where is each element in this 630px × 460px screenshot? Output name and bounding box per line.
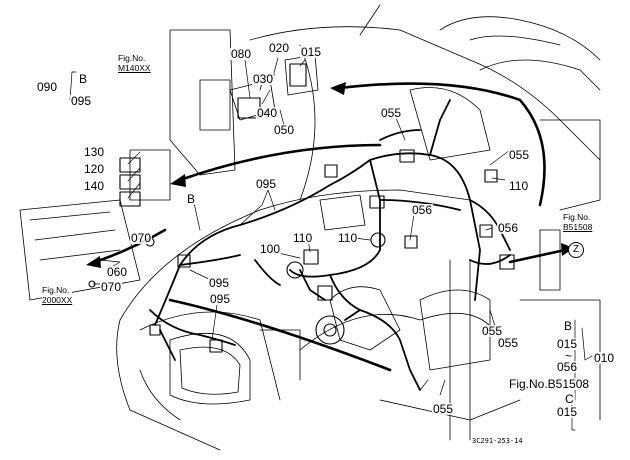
figref-b51508-id: B51508 [563, 221, 593, 232]
arrowhead-connectors [170, 174, 186, 187]
callout-tilde: ~ [564, 349, 574, 363]
callout-095-top: 095 [70, 94, 93, 108]
callout-020: 020 [268, 41, 291, 55]
callout-120: 120 [83, 162, 106, 176]
arrow-to-b51508 [508, 248, 567, 264]
callout-b-right: B [563, 319, 574, 333]
callout-140: 140 [83, 179, 106, 193]
callout-055-b: 055 [508, 148, 531, 162]
callout-b-left: B [186, 192, 197, 206]
callout-130: 130 [83, 145, 106, 159]
callout-050: 050 [273, 123, 296, 137]
figref-b51508-no: Fig.No. [563, 212, 591, 222]
callout-c: C [564, 392, 575, 406]
arrow-to-connectors [178, 143, 382, 182]
figref-2000xx-id: 2000XX [42, 294, 73, 305]
callout-015-bottom: 015 [556, 405, 579, 419]
callout-015-right: 015 [556, 337, 579, 351]
callout-b-top: B [78, 72, 89, 86]
callout-110-b: 110 [292, 231, 314, 245]
callout-056-right: 056 [556, 360, 579, 374]
callout-095-a: 095 [255, 177, 278, 191]
figref-2000xx-no: Fig.No. [42, 285, 70, 295]
arrowhead-b51508 [561, 243, 574, 256]
callout-095-b: 095 [208, 276, 231, 290]
callout-100: 100 [259, 242, 282, 256]
figref-m140xx-id: M140XX [118, 62, 151, 73]
arrow-front-sweep [168, 298, 392, 372]
arrow-to-m140 [338, 82, 546, 207]
figref-m140xx: Fig.No. M140XX [118, 53, 151, 73]
callout-060: 060 [106, 265, 129, 279]
callout-055-c: 055 [481, 324, 504, 338]
callout-055-d: 055 [497, 336, 520, 350]
callout-110-a: 110 [508, 179, 530, 193]
callout-015-top: 015 [300, 45, 323, 59]
callout-fig-b51508: Fig.No.B51508 [508, 377, 591, 391]
figref-2000xx: Fig.No. 2000XX [42, 285, 73, 305]
callout-080: 080 [230, 47, 253, 61]
drawing-code: 3C291-253-14 [472, 437, 523, 445]
view-marker-z: Z [568, 242, 584, 258]
figref-m140xx-no: Fig.No. [118, 53, 146, 63]
arrowhead-2000 [86, 256, 101, 268]
callout-070-b: 070 [100, 280, 123, 294]
callout-056-b: 056 [497, 221, 520, 235]
callout-010: 010 [593, 351, 616, 365]
callout-055-e: 055 [432, 402, 455, 416]
arrow-to-2000 [93, 228, 167, 264]
arrowhead-m140 [330, 82, 346, 95]
callout-040: 040 [256, 106, 279, 120]
figref-b51508: Fig.No. B51508 [563, 212, 593, 232]
callout-110-c: 110 [337, 231, 359, 245]
callout-030: 030 [252, 72, 275, 86]
callout-055-a: 055 [380, 106, 403, 120]
pointer-arrows [93, 82, 567, 372]
callout-056-a: 056 [411, 203, 434, 217]
callout-070-a: 070 [130, 231, 153, 245]
callout-090: 090 [36, 80, 59, 94]
callout-095-c: 095 [209, 292, 232, 306]
